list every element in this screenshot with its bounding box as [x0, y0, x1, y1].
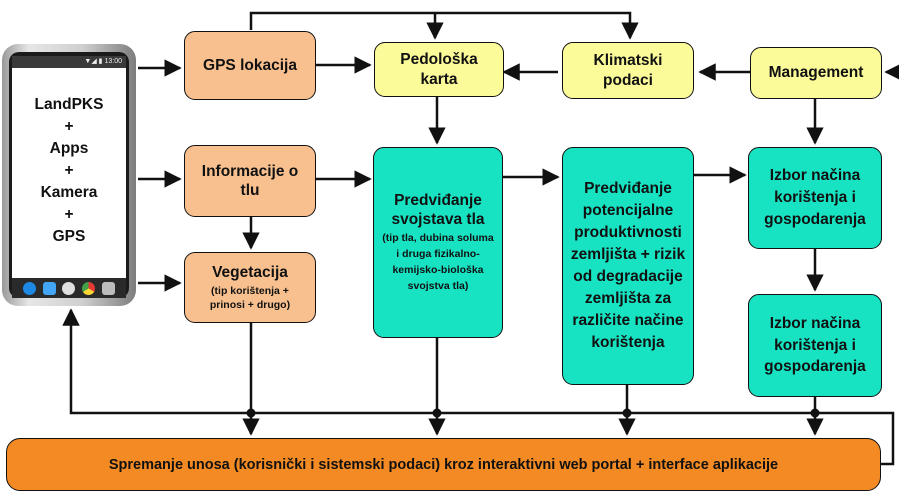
browser-icon: [62, 281, 76, 295]
box-vegetacija: Vegetacija (tip korištenja + prinosi + d…: [184, 252, 316, 323]
phone-status-bar: ▼◢ ▮ 13:00: [12, 56, 126, 68]
messages-icon: [42, 281, 56, 295]
smartphone-image: ▼◢ ▮ 13:00 LandPKS + Apps + Kamera + GPS: [2, 44, 136, 306]
box-label: Pedološka karta: [400, 51, 478, 88]
phone-screen: LandPKS + Apps + Kamera + GPS: [12, 68, 126, 278]
box-gps-lokacija: GPS lokacija: [184, 31, 316, 100]
box-label: Izbor načina korištenja i gospodarenja: [764, 167, 866, 228]
box-label: Management: [768, 64, 864, 82]
bottom-bar-label: Spremanje unosa (korisnički i sistemski …: [108, 456, 779, 473]
box-predvidjanje-svojstava-tla: Predviđanje svojstava tla (tip tla, dubi…: [373, 147, 503, 338]
box-izbor-nacina-1: Izbor načina korištenja i gospodarenja: [748, 147, 882, 249]
box-pedoloska-karta: Pedološka karta: [374, 42, 504, 97]
box-izbor-nacina-2: Izbor načina korištenja i gospodarenja: [748, 294, 882, 397]
junction-dots: [246, 408, 820, 418]
box-label: Klimatski podaci: [593, 52, 663, 89]
box-informacije-o-tlu: Informacije o tlu: [184, 145, 316, 217]
box-label: Predviđanje svojstava tla: [391, 191, 485, 228]
box-label: Informacije o tlu: [201, 162, 299, 199]
box-management: Management: [750, 47, 882, 99]
arrow-feedback-phone: [62, 308, 895, 466]
phone-icon: [23, 281, 37, 295]
box-label: GPS lokacija: [203, 56, 297, 74]
phone-line-plus: +: [64, 162, 74, 179]
box-label: Izbor načina korištenja i gospodarenja: [764, 314, 866, 376]
box-label: Vegetacija: [212, 263, 288, 281]
phone-dock: [12, 278, 126, 298]
bottom-bar-spremanje-unosa: Spremanje unosa (korisnički i sistemski …: [6, 438, 881, 491]
box-sublabel: (tip korištenja + prinosi + drugo): [209, 285, 291, 312]
phone-line-gps: GPS: [52, 228, 86, 245]
phone-line-plus: +: [64, 118, 74, 135]
phone-line-apps: Apps: [49, 140, 89, 157]
chrome-icon: [82, 281, 96, 295]
phone-line-plus: +: [64, 206, 74, 223]
camera-icon: [101, 281, 115, 295]
box-klimatski-podaci: Klimatski podaci: [562, 42, 694, 99]
phone-line-landpks: LandPKS: [34, 96, 104, 113]
arrow-gps-top-loop: [249, 11, 639, 40]
box-sublabel: (tip tla, dubina soluma i druga fizikaln…: [382, 232, 494, 292]
phone-line-kamera: Kamera: [40, 184, 98, 201]
box-label: Predviđanje potencijalne produktivnosti …: [570, 180, 686, 351]
box-predvidjanje-potencijalne-produktivnosti: Predviđanje potencijalne produktivnosti …: [562, 147, 694, 385]
